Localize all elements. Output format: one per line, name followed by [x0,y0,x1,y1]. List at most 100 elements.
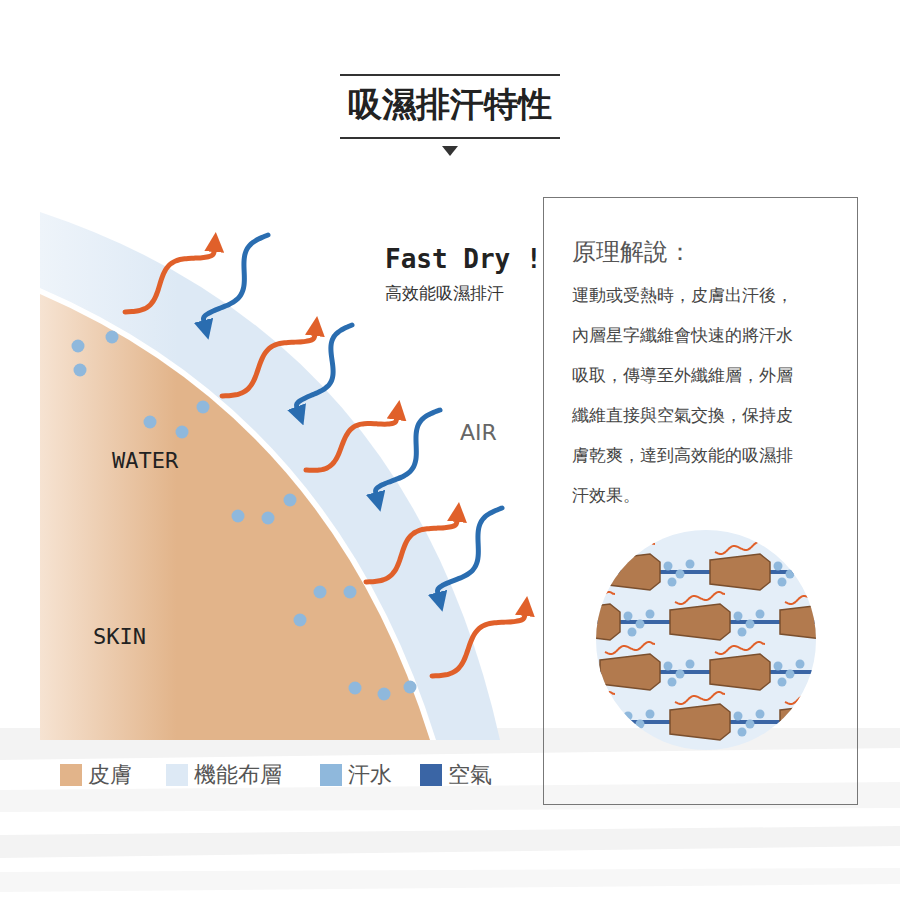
sweat-drop [314,586,327,599]
sweat-drop [896,670,900,679]
heat-arrow [366,512,458,582]
sweat-drop [778,678,787,687]
sweat-drop [646,610,655,619]
sweat-drop [756,710,765,719]
sweat-drop [734,612,743,621]
skin-area [40,294,430,740]
sweat-drop [866,710,875,719]
sweat-drop [106,331,119,344]
sweat-drop [884,562,893,571]
heat-wiggle [715,542,765,554]
legend-item: 空氣 [420,760,492,790]
sweat-drop [636,720,645,729]
fiber-block [780,604,840,640]
legend-swatch [320,764,342,786]
subtitle: 高效能吸濕排汗 [385,283,504,303]
legend-text: 機能布層 [194,760,282,790]
fiber-block [780,704,840,740]
sweat-drop [686,560,695,569]
fiber-detail [560,542,900,740]
heat-wiggle [565,692,615,704]
fiber-block [600,554,660,590]
panel-body: 運動或受熱時，皮膚出汗後，內層星字纖維會快速的將汗水吸取，傳導至外纖維層，外層纖… [572,275,804,515]
air-flow-arrows [125,235,526,676]
heat-wiggle [675,692,725,704]
sweat-drop [786,670,795,679]
legend-swatch [60,764,82,786]
legend-swatch [420,764,442,786]
heat-wiggle [605,542,655,554]
heat-wiggle [785,692,835,704]
sweat-drop [74,364,87,377]
sweat-drop [796,560,805,569]
sweat-drop [746,720,755,729]
heat-wiggle [675,592,725,604]
fiber-block [820,554,880,590]
sweat-drop [786,570,795,579]
sweat-drop [197,401,210,414]
title: 吸濕排汗特性 [340,84,560,125]
sweat-drop [844,712,853,721]
heat-wiggle [785,592,835,604]
air-arrow [204,235,268,330]
sweat-drop [774,662,783,671]
fiber-block [710,554,770,590]
sweat-drop [349,682,362,695]
sweat-drop [746,620,755,629]
heat-arrow [125,242,215,312]
panel-heading: 原理解說： [572,238,804,267]
heat-wiggle [565,592,615,604]
sweat-drop [668,678,677,687]
sweat-drop [676,570,685,579]
heat-wiggle [825,542,875,554]
air-label: AIR [460,420,497,446]
sweat-drop [896,570,900,579]
sweat-drop [664,562,673,571]
skin-gap [40,288,436,740]
sweat-drop [856,720,865,729]
sweat-drop [636,620,645,629]
sweat-drops [72,331,417,701]
air-arrow [297,325,352,416]
sweat-drop [848,628,857,637]
sweat-drop [344,586,357,599]
legend-item: 汗水 [320,760,392,790]
title-rule [340,74,560,76]
legend-swatch [166,764,188,786]
sweat-drop [232,510,245,523]
sweat-drop [378,688,391,701]
air-arrow [376,410,440,502]
fiber-block [600,654,660,690]
legend-text: 汗水 [348,760,392,790]
heat-arrow [306,410,398,470]
sweat-drop [848,728,857,737]
heat-wiggle [825,642,875,654]
sweat-drop [628,628,637,637]
sweat-drop [646,710,655,719]
sweat-drop [888,578,897,587]
fiber-block [560,704,620,740]
title-rule [340,137,560,139]
fiber-block [670,704,730,740]
sweat-drop [686,660,695,669]
sweat-drop [624,612,633,621]
heat-wiggle [715,642,765,654]
fiber-block [670,604,730,640]
sweat-drop [888,678,897,687]
legend-text: 皮膚 [88,760,132,790]
sweat-drop [144,416,157,429]
sweat-drop [796,660,805,669]
heat-wiggle [605,642,655,654]
sweat-drop [284,494,297,507]
sweat-drop [668,578,677,587]
sweat-drop [676,670,685,679]
fiber-block [820,654,880,690]
sweat-drop [856,620,865,629]
fiber-block [560,604,620,640]
heat-arrow [432,606,526,676]
sweat-drop [404,681,417,694]
sweat-drop [628,728,637,737]
sweat-drop [664,662,673,671]
sweat-drop [738,628,747,637]
slogan: Fast Dry ! [385,244,542,275]
